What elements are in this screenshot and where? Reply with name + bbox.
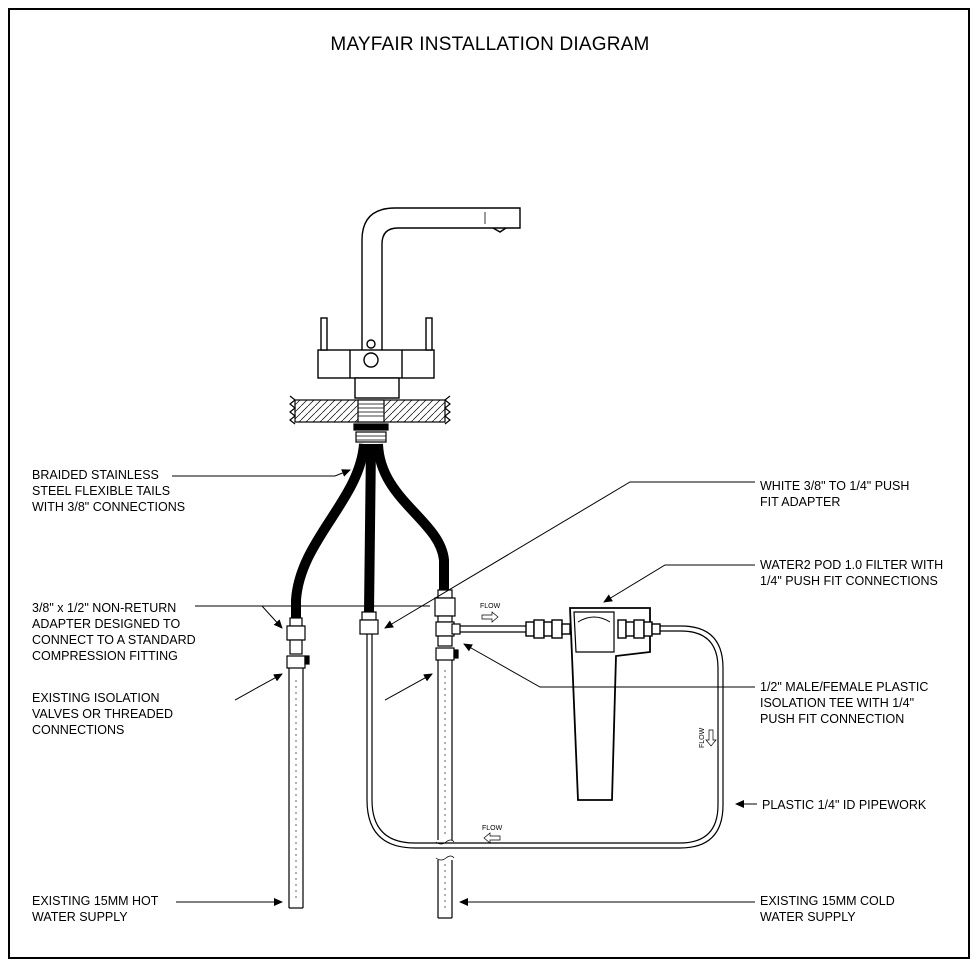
diagram-title: MAYFAIR INSTALLATION DIAGRAM [330, 34, 650, 55]
push-fit-adapter-fitting [359, 611, 379, 800]
mixer-tap [317, 207, 521, 399]
svg-text:FLOW: FLOW [482, 825, 503, 832]
label-plastic-pipework: PLASTIC 1/4" ID PIPEWORK [762, 798, 927, 812]
flow-arrow-return: FLOW [482, 825, 503, 844]
label-isolation-tee: 1/2" MALE/FEMALE PLASTIC ISOLATION TEE W… [760, 680, 929, 726]
flexible-tails [291, 443, 449, 618]
plastic-pipework [366, 625, 724, 849]
drawing-sheet [8, 8, 970, 959]
flow-arrow-tee: FLOW [480, 603, 501, 623]
label-filter: WATER2 POD 1.0 FILTER WITH 1/4" PUSH FIT… [760, 558, 944, 588]
label-non-return-adapter: 3/8" x 1/2" NON-RETURN ADAPTER DESIGNED … [32, 601, 196, 663]
water2-pod-filter [525, 607, 661, 801]
hot-side-fittings [286, 617, 310, 909]
flow-arrow-down: FLOW [699, 727, 717, 748]
label-hot-supply: EXISTING 15MM HOT WATER SUPPLY [32, 894, 159, 924]
label-cold-supply: EXISTING 15MM COLD WATER SUPPLY [760, 894, 895, 924]
label-isolation-valves: EXISTING ISOLATION VALVES OR THREADED CO… [32, 691, 174, 737]
countertop [289, 395, 451, 443]
svg-text:FLOW: FLOW [480, 603, 501, 610]
label-braided-tails: BRAIDED STAINLESS STEEL FLEXIBLE TAILS W… [32, 468, 186, 514]
label-push-fit-adapter: WHITE 3/8" TO 1/4" PUSH FIT ADAPTER [760, 479, 910, 509]
svg-text:FLOW: FLOW [699, 727, 706, 748]
leader-lines [172, 469, 757, 906]
cold-side-fittings [434, 589, 526, 919]
